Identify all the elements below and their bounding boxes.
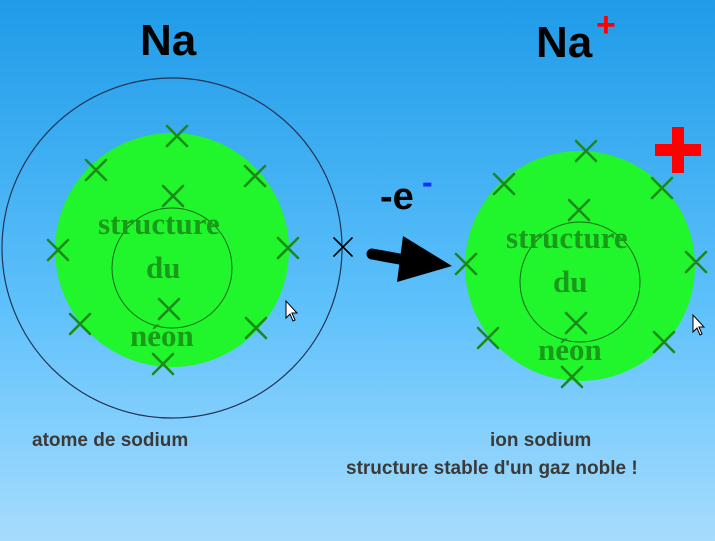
electron-marker xyxy=(165,124,189,148)
inner-shell xyxy=(111,207,233,329)
electron-marker xyxy=(454,252,478,276)
inner-shell xyxy=(519,221,641,343)
ion-charge: + xyxy=(596,6,616,44)
arrow-right-icon xyxy=(366,236,452,282)
electron-marker xyxy=(151,352,175,376)
electron-marker xyxy=(560,365,584,389)
electron-marker xyxy=(84,158,108,182)
atom-structure-line-1: structure xyxy=(98,206,220,241)
plus-icon xyxy=(655,127,701,173)
ion-caption-line-1: ion sodium xyxy=(490,430,592,451)
electron-marker xyxy=(684,250,708,274)
electron-marker xyxy=(574,139,598,163)
ion-caption-line-2: structure stable d'un gaz noble ! xyxy=(346,458,638,479)
electron-marker xyxy=(161,184,185,208)
electron-marker xyxy=(46,238,70,262)
inner-electrons xyxy=(46,124,300,376)
reaction-superscript: - xyxy=(422,164,433,200)
ion-structure-line-2: du xyxy=(553,264,588,299)
electron-marker xyxy=(244,316,268,340)
sodium-ion-diagram xyxy=(454,127,708,389)
ion-title: Na xyxy=(536,18,592,68)
electron-marker xyxy=(567,198,591,222)
valence-electron xyxy=(333,237,353,257)
electron-marker xyxy=(652,330,676,354)
mouse-cursor-icon xyxy=(285,299,299,322)
neon-structure-fill xyxy=(55,133,289,367)
atom-structure-line-3: néon xyxy=(130,318,194,353)
ion-electrons xyxy=(454,139,708,389)
ion-symbol: Na xyxy=(536,18,593,67)
ion-structure-line-3: néon xyxy=(538,332,602,367)
electron-marker xyxy=(650,176,674,200)
electron-marker xyxy=(157,297,181,321)
electron-marker xyxy=(564,311,588,335)
atom-caption: atome de sodium xyxy=(32,430,189,451)
reaction-label: -e xyxy=(380,176,414,218)
electron-marker xyxy=(68,312,92,336)
neon-structure-fill xyxy=(465,151,695,381)
atom-title: Na xyxy=(140,16,197,65)
electron-marker xyxy=(243,164,267,188)
mouse-cursor-icon xyxy=(692,313,706,336)
electron-marker xyxy=(492,172,516,196)
atom-structure-line-2: du xyxy=(146,250,181,285)
ion-structure-line-1: structure xyxy=(506,220,628,255)
sodium-atom-diagram xyxy=(1,77,353,419)
electron-marker xyxy=(476,326,500,350)
electron-marker xyxy=(276,236,300,260)
